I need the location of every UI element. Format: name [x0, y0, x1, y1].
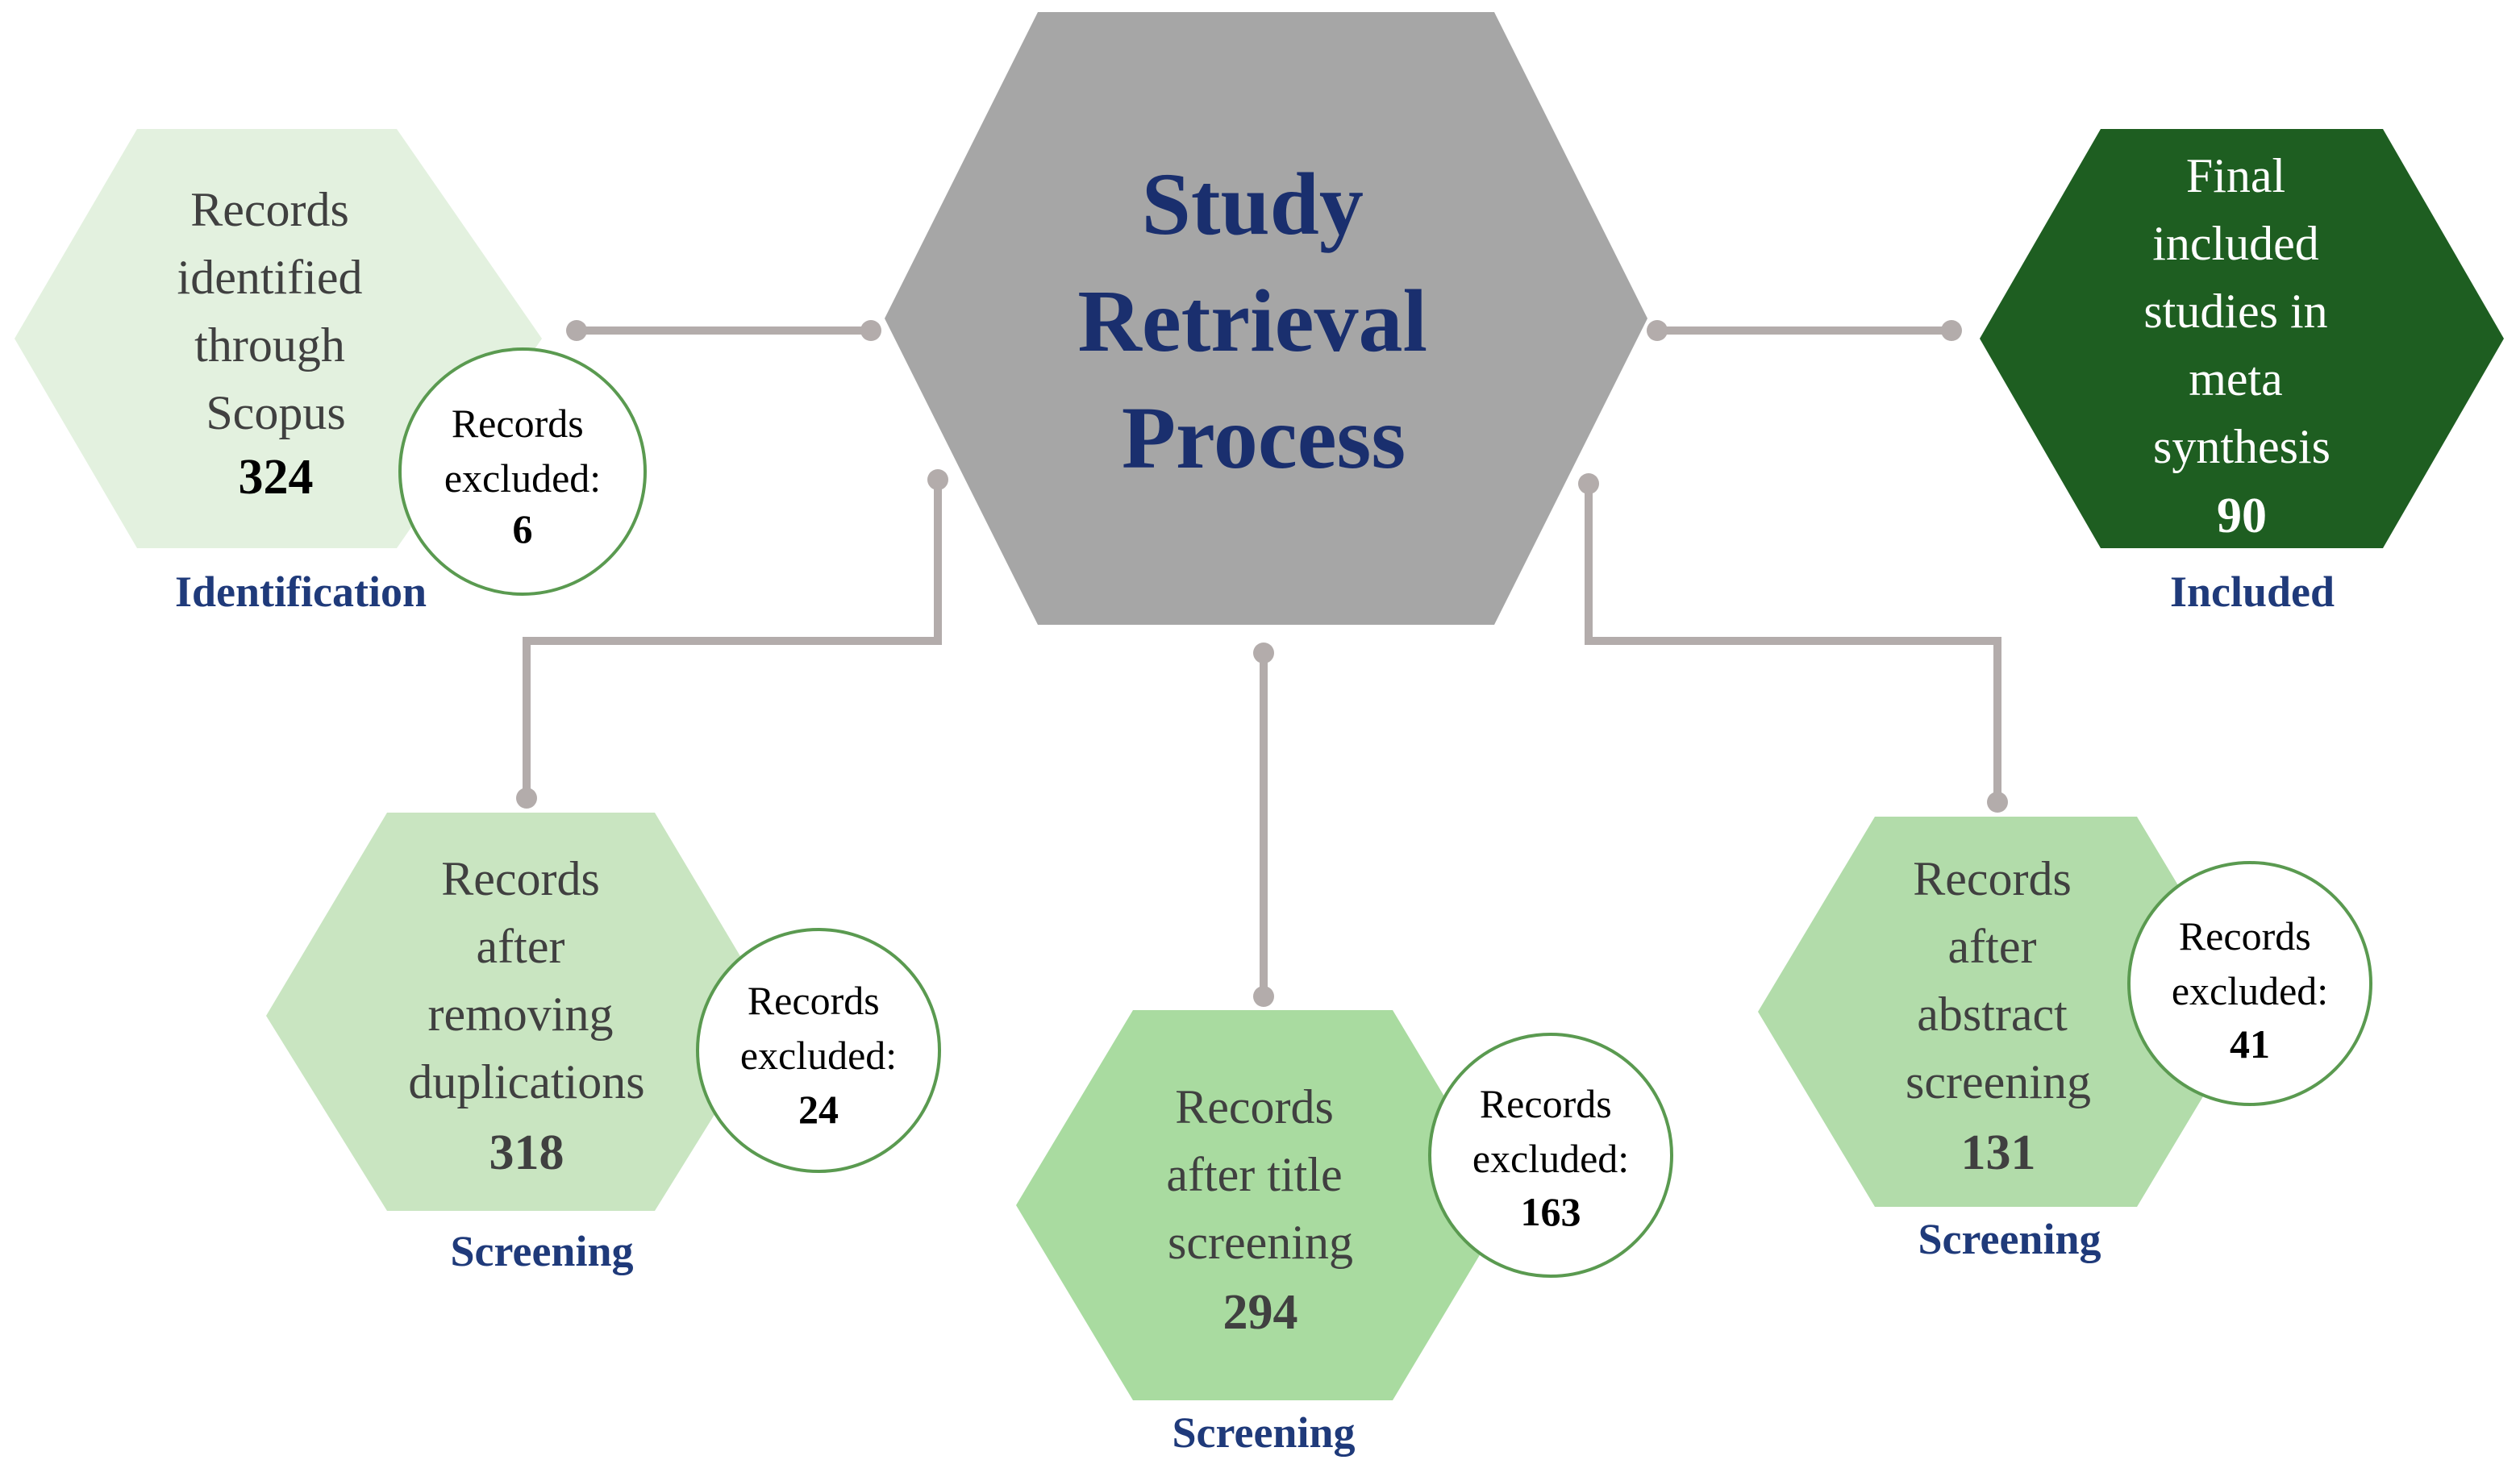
connector-dot [1647, 320, 1668, 341]
included-node: Final included studies in meta synthesis… [1980, 129, 2504, 616]
abstract-screen-excluded-label: Records excluded: [2172, 913, 2328, 1013]
identification-node: Records identified through Scopus 324 Re… [15, 129, 647, 616]
box-line: included [2152, 217, 2319, 270]
dedup-excluded-count: 24 [798, 1087, 839, 1132]
identification-count: 324 [239, 450, 314, 505]
box-line: screening [1168, 1216, 1353, 1269]
dedup-box-text: Records after removing duplications [408, 852, 644, 1108]
title-screen-excluded-count: 163 [1521, 1189, 1581, 1234]
dedup-hexagon [266, 813, 776, 1211]
box-line: after title [1166, 1148, 1342, 1201]
center-node: Study Retrieval Process [885, 12, 1647, 625]
identification-excluded-count: 6 [513, 506, 533, 551]
connector-abstract [1585, 484, 2001, 802]
connector-dot [1253, 986, 1274, 1007]
box-line: Records [1175, 1080, 1334, 1133]
stage-label-screening-abstract: Screening [1918, 1215, 2101, 1263]
title-screen-hexagon [1016, 1010, 1510, 1400]
box-line: studies in [2143, 285, 2327, 338]
box-line: after [1948, 920, 2037, 973]
excluded-line: excluded: [444, 455, 601, 501]
abstract-screen-excluded-circle [2127, 861, 2372, 1106]
box-line: removing [428, 988, 614, 1041]
title-line: Process [1122, 389, 1406, 487]
title-line: Study [1142, 155, 1364, 253]
stage-label-included: Included [2170, 568, 2335, 616]
included-hexagon [1980, 129, 2504, 548]
dedup-excluded-circle [696, 928, 941, 1173]
title-screen-count: 294 [1223, 1285, 1298, 1340]
connectors [516, 320, 2008, 1007]
identification-excluded-label: Records excluded: [444, 401, 601, 501]
dedup-count: 318 [489, 1125, 564, 1180]
stage-label-screening-dedup: Screening [451, 1227, 634, 1275]
abstract-screen-node: Records after abstract screening 131 Rec… [1758, 817, 2372, 1263]
excluded-line: excluded: [2172, 968, 2328, 1013]
identification-excluded-circle [398, 347, 647, 596]
box-line: Records [441, 852, 600, 905]
box-line: Records [190, 183, 349, 236]
diagram-title: Study Retrieval Process [1077, 155, 1449, 487]
center-hexagon [885, 12, 1647, 625]
connector-dot [1987, 792, 2008, 813]
dedup-excluded-label: Records excluded: [740, 978, 897, 1078]
included-count: 90 [2217, 489, 2267, 543]
box-line: synthesis [2153, 420, 2330, 473]
box-line: Records [1913, 852, 2072, 905]
excluded-line: excluded: [740, 1033, 897, 1078]
title-screen-excluded-label: Records excluded: [1472, 1081, 1629, 1181]
box-line: after [477, 920, 565, 973]
connector-dot [566, 320, 587, 341]
identification-box-text: Records identified through Scopus [177, 183, 375, 439]
connector-dot [1941, 320, 1962, 341]
box-line: meta [2189, 352, 2283, 406]
box-line: duplications [408, 1055, 644, 1108]
abstract-screen-excluded-count: 41 [2230, 1021, 2270, 1067]
box-line: abstract [1917, 988, 2068, 1041]
box-line: through [194, 318, 345, 372]
connector-dedup [523, 480, 942, 798]
excluded-line: Records [2179, 913, 2311, 959]
stage-label-identification: Identification [175, 568, 427, 616]
included-box-text: Final included studies in meta synthesis [2143, 149, 2339, 473]
box-line: identified [177, 251, 363, 304]
excluded-line: Records [452, 401, 584, 446]
title-screen-excluded-circle [1428, 1033, 1673, 1278]
excluded-line: excluded: [1472, 1136, 1629, 1181]
box-line: Scopus [206, 386, 345, 439]
connector-dot [1578, 473, 1599, 494]
abstract-screen-hexagon [1758, 817, 2254, 1207]
connector-dot [927, 469, 948, 490]
abstract-screen-box-text: Records after abstract screening [1906, 852, 2091, 1108]
connector-dot [860, 320, 881, 341]
title-screen-box-text: Records after title screening [1166, 1080, 1354, 1269]
abstract-screen-count: 131 [1961, 1125, 2036, 1180]
box-line: screening [1906, 1055, 2091, 1108]
dedup-node: Records after removing duplications 318 … [266, 813, 941, 1275]
excluded-line: Records [1480, 1081, 1612, 1126]
box-line: Final [2186, 149, 2285, 202]
connector-dot [516, 788, 537, 809]
title-line: Retrieval [1077, 272, 1427, 370]
stage-label-screening-title: Screening [1173, 1408, 1356, 1457]
title-screen-node: Records after title screening 294 Record… [1016, 1010, 1673, 1457]
excluded-line: Records [748, 978, 880, 1023]
connector-dot [1253, 643, 1274, 663]
